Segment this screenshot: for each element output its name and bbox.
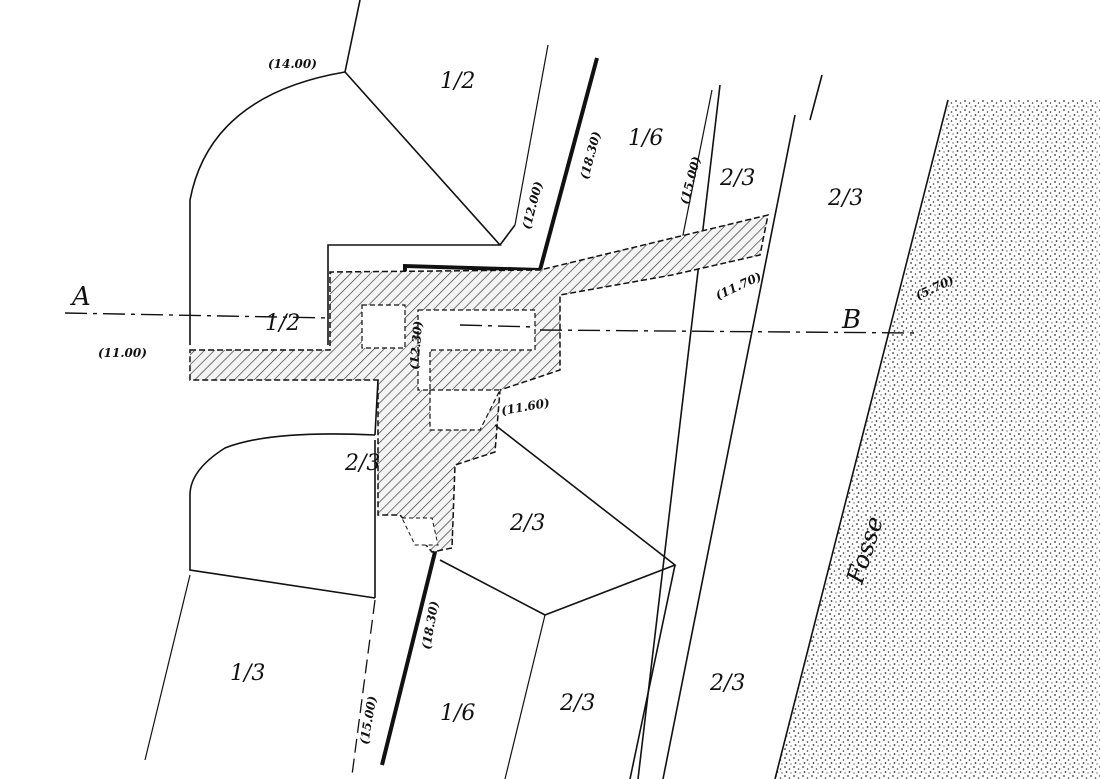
- building-top-left-edge: [344, 0, 361, 73]
- parcel-label: 1/3: [230, 661, 265, 686]
- parcel-divider-far-right: [629, 564, 676, 779]
- section-axis-left: [64, 312, 331, 319]
- building-lower-left-outline: [189, 433, 376, 599]
- elevation-label: (14.00): [268, 57, 317, 71]
- parcel-edge-top: [499, 224, 516, 246]
- parcel-divider-lower-left: [144, 574, 191, 761]
- elevation-label: (11.00): [98, 346, 147, 360]
- ditch-area: [775, 100, 1100, 779]
- foundation-void-2: [417, 309, 536, 391]
- parcel-label: 1/6: [628, 126, 663, 151]
- parcel-label: 2/3: [344, 451, 380, 476]
- elevation-label: (11.60): [500, 396, 551, 418]
- foundation-void-3: [429, 389, 501, 431]
- road-line-left: [637, 84, 721, 779]
- parcel-label: 2/3: [719, 166, 755, 191]
- ditch-edge: [774, 99, 949, 779]
- building-dome-outline: [189, 71, 502, 345]
- road-line-mid: [662, 114, 796, 779]
- axis-label-b: B: [841, 305, 861, 335]
- parcel-label: 2/3: [827, 186, 863, 211]
- elevation-label: (12.30): [407, 320, 425, 370]
- parcel-label: 2/3: [559, 691, 595, 716]
- parcel-label: 2/3: [709, 671, 745, 696]
- road-line-right: [809, 74, 823, 121]
- elevation-label: (18.30): [577, 130, 603, 181]
- foundation-void-4: [401, 517, 439, 546]
- foundation-hatched: [189, 213, 769, 553]
- parcel-label: 1/2: [440, 69, 475, 94]
- section-axis-mid: [459, 324, 536, 328]
- section-axis-right: [539, 329, 916, 334]
- building-lower-right-outline: [439, 424, 677, 616]
- elevation-label: (15.00): [357, 695, 379, 746]
- axis-label-a: A: [70, 282, 91, 312]
- foundation-void-1: [361, 304, 406, 349]
- parcel-divider-top: [514, 44, 549, 226]
- parcel-label: 1/2: [265, 311, 300, 336]
- elevation-label: (12.00): [519, 180, 545, 231]
- building-lower-left-edge: [374, 379, 379, 436]
- elevation-label: (15.00): [677, 155, 703, 206]
- elevation-label: (11.70): [713, 269, 763, 302]
- parcel-divider-lower-right: [504, 614, 546, 779]
- parcel-divider-right: [681, 89, 713, 241]
- parcel-divider-lower-mid: [351, 599, 376, 776]
- parcel-label: 1/6: [440, 701, 475, 726]
- parcel-label: 2/3: [509, 511, 545, 536]
